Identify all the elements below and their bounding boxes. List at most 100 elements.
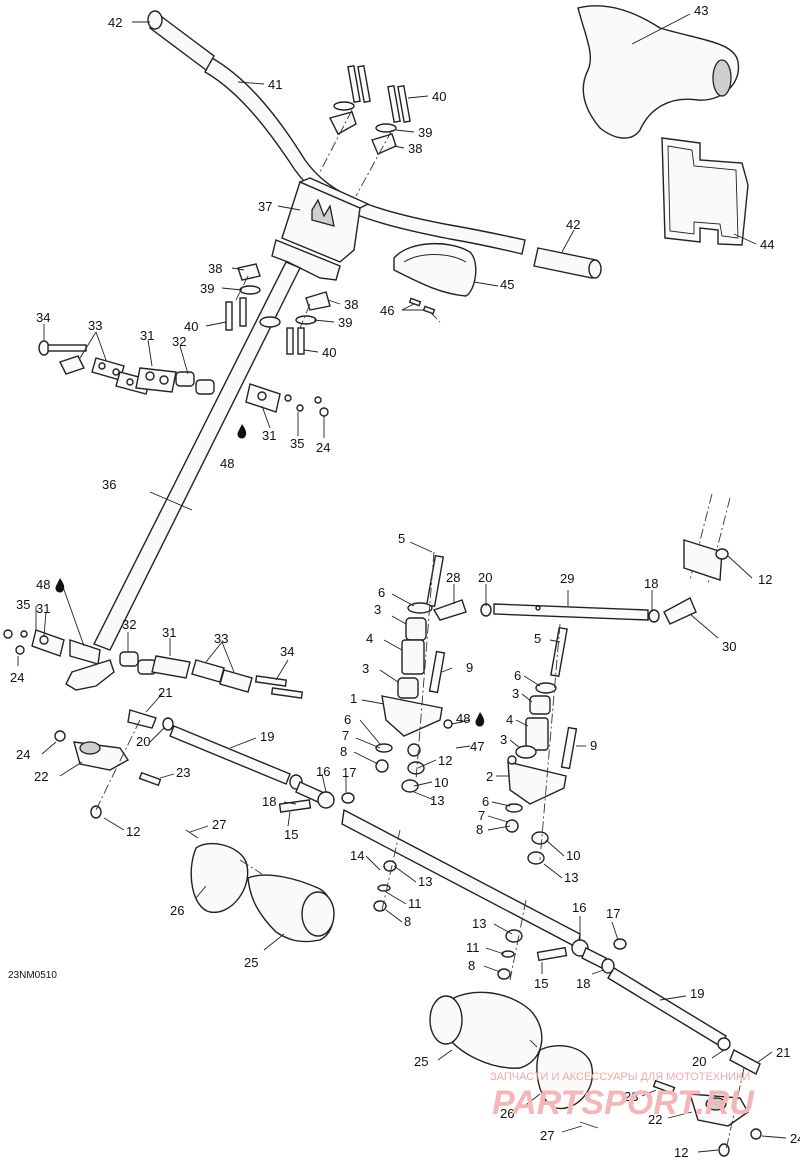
part-shapes bbox=[3, 5, 762, 1157]
callout-24-right: 24 bbox=[790, 1131, 800, 1146]
callout-15-right: 15 bbox=[534, 976, 548, 991]
leader-lines bbox=[17, 13, 787, 1153]
callout-1: 1 bbox=[350, 691, 357, 706]
callout-32-lower: 32 bbox=[122, 617, 136, 632]
bracket-logo bbox=[311, 198, 335, 227]
lower-linkage bbox=[3, 629, 304, 699]
callout-7-a: 7 bbox=[342, 728, 349, 743]
tie-rod-upper bbox=[493, 603, 649, 621]
callout-31-lower-b: 31 bbox=[162, 625, 176, 640]
callout-36-column: 36 bbox=[102, 477, 116, 492]
column-cover bbox=[393, 243, 477, 297]
callout-20-upper: 20 bbox=[478, 570, 492, 585]
callout-19-left: 19 bbox=[260, 729, 274, 744]
decal bbox=[661, 137, 749, 246]
callout-35-upper: 35 bbox=[290, 436, 304, 451]
callout-24-upper: 24 bbox=[316, 440, 330, 455]
callout-13-b: 13 bbox=[564, 870, 578, 885]
callout-6-b: 6 bbox=[344, 712, 351, 727]
callout-10-a: 10 bbox=[434, 775, 448, 790]
callout-16-right: 16 bbox=[572, 900, 586, 915]
bellows-plate-right bbox=[536, 1045, 594, 1110]
grease-drop-upper bbox=[237, 424, 247, 439]
callout-7-b: 7 bbox=[478, 808, 485, 823]
callout-40-top-bolts: 40 bbox=[432, 89, 446, 104]
callout-20-left: 20 bbox=[136, 734, 150, 749]
grease-drop-lower bbox=[55, 578, 65, 593]
grease-drop-mid bbox=[475, 712, 485, 727]
callout-11-a: 11 bbox=[408, 896, 422, 911]
callout-39-top-washer: 39 bbox=[418, 125, 432, 140]
callout-40-left-bolts: 40 bbox=[184, 319, 198, 334]
tie-rod-left bbox=[169, 725, 291, 785]
callout-6-a: 6 bbox=[378, 585, 385, 600]
steering-pad bbox=[577, 5, 740, 139]
callout-3-d: 3 bbox=[500, 732, 507, 747]
callout-19-right: 19 bbox=[690, 986, 704, 1001]
callout-38-left-clamp: 38 bbox=[208, 261, 222, 276]
callout-24-lower: 24 bbox=[10, 670, 24, 685]
callout-42-grip-left: 42 bbox=[108, 15, 122, 30]
callout-8-c: 8 bbox=[404, 914, 411, 929]
callout-4-a: 4 bbox=[366, 631, 373, 646]
callout-13-c: 13 bbox=[418, 874, 432, 889]
callout-30: 30 bbox=[722, 639, 736, 654]
callout-8-a: 8 bbox=[340, 744, 347, 759]
callout-12-left: 12 bbox=[126, 824, 140, 839]
callout-29: 29 bbox=[560, 571, 574, 586]
callout-26-right: 26 bbox=[500, 1106, 514, 1121]
callout-4-b: 4 bbox=[506, 712, 513, 727]
callout-46-screws: 46 bbox=[380, 303, 394, 318]
callout-21-left: 21 bbox=[158, 685, 172, 700]
callout-35-lower: 35 bbox=[16, 597, 30, 612]
callout-20-right: 20 bbox=[692, 1054, 706, 1069]
callout-42-grip-right: 42 bbox=[566, 217, 580, 232]
callout-10-b: 10 bbox=[566, 848, 580, 863]
callout-5-upper: 5 bbox=[398, 531, 405, 546]
callout-15-left: 15 bbox=[284, 827, 298, 842]
watermark-brand: PARTSPORT.RU bbox=[492, 1084, 755, 1122]
grip-right-end bbox=[588, 259, 602, 279]
bellows-boot-right bbox=[443, 991, 543, 1069]
grip-right bbox=[533, 247, 597, 279]
callout-3-a: 3 bbox=[374, 602, 381, 617]
callout-9-b: 9 bbox=[590, 738, 597, 753]
top-bolts bbox=[347, 64, 411, 124]
callout-27-right: 27 bbox=[540, 1128, 554, 1143]
callout-18-upper: 18 bbox=[644, 576, 658, 591]
callout-16-left: 16 bbox=[316, 764, 330, 779]
callout-25-right: 25 bbox=[414, 1054, 428, 1069]
steering-arm-2 bbox=[507, 761, 567, 805]
callout-24-left: 24 bbox=[16, 747, 30, 762]
decal-inner bbox=[667, 145, 739, 239]
callout-11-b: 11 bbox=[466, 940, 480, 955]
callout-3-b: 3 bbox=[362, 661, 369, 676]
callout-31-upper: 31 bbox=[140, 328, 154, 343]
callout-41-handlebar: 41 bbox=[268, 77, 282, 92]
cross-bar bbox=[341, 808, 581, 950]
center-lines bbox=[95, 109, 745, 1151]
callout-13-a: 13 bbox=[430, 793, 444, 808]
callout-39-left-washer: 39 bbox=[200, 281, 214, 296]
callout-9-a: 9 bbox=[466, 660, 473, 675]
callout-34-lower: 34 bbox=[280, 644, 294, 659]
callout-26-left: 26 bbox=[170, 903, 184, 918]
grip-left-end bbox=[147, 10, 163, 30]
callout-45-cover: 45 bbox=[500, 277, 514, 292]
steering-pad-hole bbox=[712, 59, 732, 97]
callout-6-d: 6 bbox=[482, 794, 489, 809]
callout-27-left: 27 bbox=[212, 817, 226, 832]
callout-34-upper: 34 bbox=[36, 310, 50, 325]
callout-25-left: 25 bbox=[244, 955, 258, 970]
callout-22-left: 22 bbox=[34, 769, 48, 784]
callout-38-right-clamp: 38 bbox=[344, 297, 358, 312]
callout-2: 2 bbox=[486, 769, 493, 784]
callout-48-mid: 48 bbox=[456, 711, 470, 726]
callout-32-upper: 32 bbox=[172, 334, 186, 349]
bellows-plate-left bbox=[190, 842, 249, 913]
callout-18-right: 18 bbox=[576, 976, 590, 991]
callout-12-right: 12 bbox=[674, 1145, 688, 1160]
callout-18-left: 18 bbox=[262, 794, 276, 809]
callout-33-lower: 33 bbox=[214, 631, 228, 646]
callout-14: 14 bbox=[350, 848, 364, 863]
